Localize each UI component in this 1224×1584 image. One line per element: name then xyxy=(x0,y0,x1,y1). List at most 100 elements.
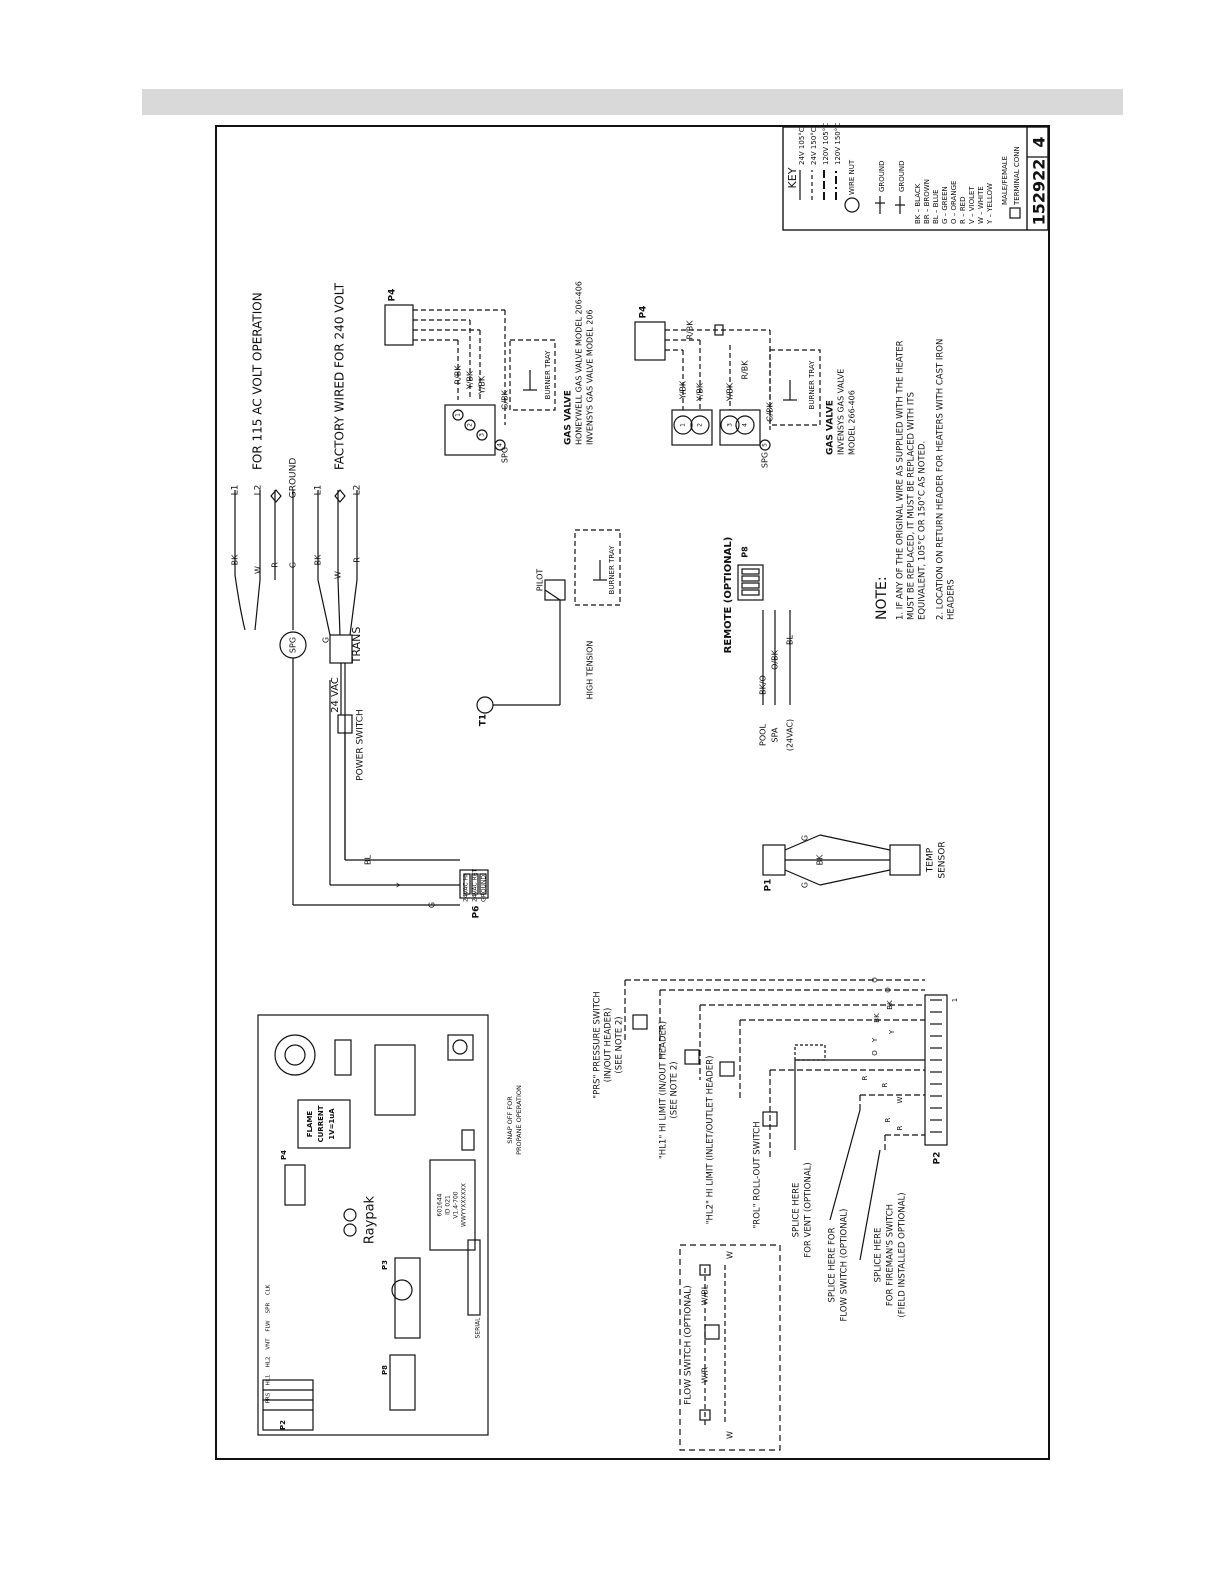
wire-label-y-1: Y xyxy=(888,1029,896,1035)
high-tension-label: HIGH TENSION xyxy=(586,641,595,700)
note-1b: MUST BE REPLACED, IT MUST BE REPLACED WI… xyxy=(907,392,917,620)
remote-wire-bko: BK/O xyxy=(759,675,768,695)
p6-wire-g: G xyxy=(428,902,437,908)
wire-bk-top: BK xyxy=(231,554,240,565)
safety-wiring xyxy=(624,979,948,1261)
wire-label-y-2: Y xyxy=(871,1037,879,1043)
wire-label-r-2: R xyxy=(881,1082,889,1087)
gv1-wire-2: Y/BK xyxy=(466,370,475,390)
gv2-wire-6: R/BK xyxy=(686,320,695,340)
gv1-pin-1: 1 xyxy=(455,413,462,417)
key-wire-nut: WIRE NUT xyxy=(848,159,856,195)
p6-label: P6 xyxy=(472,906,482,919)
label-ground: GROUND xyxy=(289,458,299,499)
key-ground-1: GROUND xyxy=(878,160,886,192)
trans-g: G xyxy=(322,637,331,643)
temp-sensor-line1: TEMP xyxy=(926,847,936,873)
gv1-spg: SPG xyxy=(501,447,510,463)
wire-r-top: R xyxy=(271,562,280,568)
pilot-label: PILOT xyxy=(536,569,545,592)
p6-pin-ground: GROUND xyxy=(481,875,488,902)
fire-splice-c: (FIELD INSTALLED OPTIONAL) xyxy=(898,1192,908,1317)
chip-line2: ID 021 xyxy=(445,1195,452,1215)
remote-24vac: (24VAC) xyxy=(786,719,795,751)
flow-splice-a: SPLICE HERE FOR xyxy=(828,1227,838,1302)
wire-label-o-3: O xyxy=(871,1050,879,1056)
gv1-p4: P4 xyxy=(388,289,398,302)
p6-pin-ret: 24VAC RET xyxy=(472,869,479,902)
label-power-switch: POWER SWITCH xyxy=(356,709,366,781)
wire-bk-bottom: BK xyxy=(314,554,323,565)
gv2-spg: SPG xyxy=(761,452,770,468)
gas-valve-1 xyxy=(384,304,556,456)
drawing-revision: 4 xyxy=(1030,136,1049,147)
key-line-label-4: 120V 150°C xyxy=(834,123,842,165)
remote-wire-obk: O/BK xyxy=(771,649,780,669)
gv2-line1: INVENSYS GAS VALVE xyxy=(837,369,846,455)
gv2-burner-tray: BURNER TRAY xyxy=(808,360,816,410)
remote-wire-bl: BL xyxy=(786,634,795,644)
gv1-line1: HONEYWELL GAS VALVE MODEL 206-406 xyxy=(575,281,584,445)
wire-g-top: G xyxy=(289,562,298,568)
hl1-label-a: "HL1" HI LIMIT (IN/OUT HEADER) xyxy=(659,1021,669,1159)
gv2-pin-1: 1 xyxy=(680,423,687,427)
gv2-p4: P4 xyxy=(639,306,649,319)
key-color-g: G – GREEN xyxy=(941,186,949,224)
board-conn-clk: CLK xyxy=(266,1284,272,1295)
key-ground-2: GROUND xyxy=(898,160,906,192)
gv2-pin-3: 3 xyxy=(727,423,734,427)
t1-label: T1 xyxy=(479,714,489,726)
gv1-pin-3: 3 xyxy=(479,433,486,437)
gv2-wire-4: R/BK xyxy=(741,360,750,380)
burner-tray-ignition: BURNER TRAY xyxy=(608,545,616,595)
hl2-label: "HL2" HI LIMIT (INLET/OUTLET HEADER) xyxy=(706,1056,716,1225)
p6-connector xyxy=(459,869,489,899)
key-terminal-a: MALE/FEMALE xyxy=(1001,156,1009,205)
key-line-label-3: 120V 105°C xyxy=(822,123,830,165)
gv1-burner-tray: BURNER TRAY xyxy=(544,350,552,400)
key-line-label-1: 24V 105°C xyxy=(798,127,806,165)
board-p3: P3 xyxy=(381,1260,389,1270)
key-color-br: BR – BROWN xyxy=(923,179,931,224)
temp-sensor-line2: SENSOR xyxy=(938,841,948,878)
snap-note-b: PROPANE OPERATION xyxy=(515,1085,523,1155)
safety-pin-1: 1 xyxy=(951,998,959,1002)
wire-label-o-2: O xyxy=(884,987,892,993)
temp-wire-g-2: G xyxy=(801,882,810,888)
gv2-wire-3: Y/BK xyxy=(726,382,735,402)
key-terminal-b: TERMINAL CONN xyxy=(1013,146,1021,206)
board-conn-hl2: HL2 xyxy=(266,1357,272,1368)
remote-p8: P8 xyxy=(741,546,750,558)
gv2-line2: MODEL 266-406 xyxy=(848,390,857,455)
flow-splice-b: FLOW SWITCH (OPTIONAL) xyxy=(840,1209,850,1322)
wire-label-r-4: R xyxy=(896,1125,904,1130)
board-brand: Raypak xyxy=(363,1195,378,1244)
snap-note-a: SNAP OFF FOR xyxy=(506,1096,514,1144)
board-conn-flw: FLW xyxy=(266,1320,272,1332)
wire-label-r-3: R xyxy=(884,1117,892,1122)
label-24vac: 24 VAC xyxy=(330,677,341,713)
p6-wire-bl: BL xyxy=(364,854,373,864)
board-conn-prs: PRS xyxy=(266,1392,272,1403)
key-color-y: Y – YELLOW xyxy=(986,183,994,225)
prs-label-c: (SEE NOTE 2) xyxy=(615,1016,625,1073)
key-line-label-2: 24V 150°C xyxy=(810,127,818,165)
gv2-pin-4: 4 xyxy=(742,423,749,427)
p6-wire-y: Y xyxy=(396,882,405,888)
flow-wire-w-2: W xyxy=(726,1251,735,1259)
wire-label-o-1: O xyxy=(871,977,879,983)
note-1c: EQUIVALENT, 105°C OR 150°C AS NOTED. xyxy=(918,441,928,620)
temp-wire-g-1: G xyxy=(801,835,810,841)
notes-heading: NOTE: xyxy=(874,576,890,620)
flame-current: CURRENT xyxy=(317,1105,325,1142)
wire-w-bottom: W xyxy=(334,571,343,579)
gv2-wire-1: Y/BK xyxy=(679,380,688,400)
vent-label-a: SPLICE HERE xyxy=(792,1183,802,1238)
flow-wire-wbl: W/BL xyxy=(701,1284,710,1305)
temp-wire-bk: BK xyxy=(816,854,825,865)
label-l2-top: L2 xyxy=(254,485,264,496)
chip-line3: V1.4-700 xyxy=(453,1191,460,1218)
gv1-pin-4: 4 xyxy=(497,443,504,447)
prs-label-a: "PRS" PRESSURE SWITCH xyxy=(593,991,603,1099)
